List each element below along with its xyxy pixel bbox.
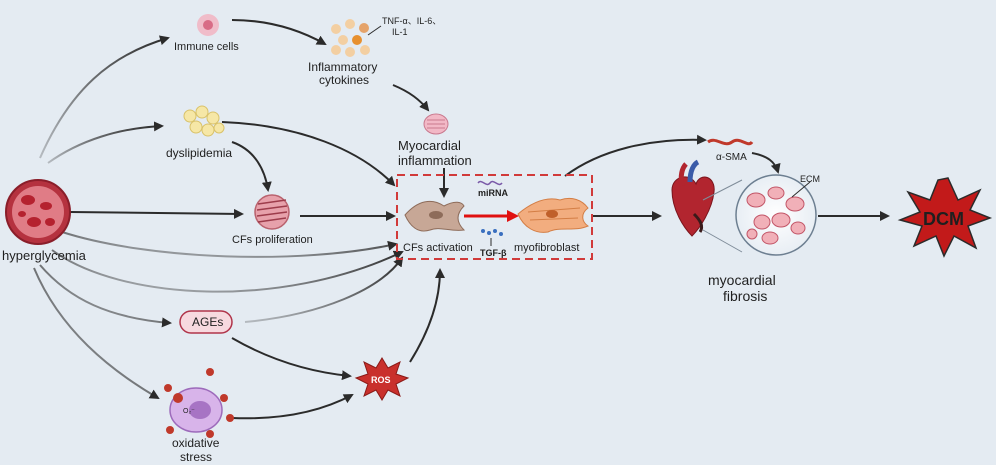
arrow-hyper-to-activation-2	[51, 249, 404, 293]
alpha-sma-node: α-SMA	[707, 138, 754, 163]
cytokine-list-line2: IL-1	[392, 27, 408, 37]
myocardial-inflammation-node: Myocardial inflammation	[398, 113, 472, 168]
fibrosis-label-line1: myocardial	[708, 272, 776, 288]
oxidative-label-line1: oxidative	[172, 436, 220, 450]
lipid-droplets-icon	[183, 105, 225, 137]
arrow-immune-to-cytokines	[231, 19, 327, 45]
arrow-ages-to-ros	[231, 337, 352, 381]
oxidative-label-line2: stress	[180, 450, 212, 464]
ages-pill	[179, 310, 233, 334]
hyperglycemia-label: hyperglycemia	[2, 248, 87, 263]
heart-icon	[671, 159, 715, 237]
arrow-hyper-to-ages	[39, 264, 172, 328]
arrow-hyper-to-immune	[39, 35, 170, 159]
tgf-beta-node: TGF-β	[480, 229, 507, 258]
mirna-label: miRNA	[478, 188, 509, 198]
ecm-label: ECM	[800, 174, 820, 184]
arrow-ros-to-activation	[409, 268, 445, 363]
cfs-activation-node: CFs activation	[403, 200, 473, 254]
cfs-proliferation-node: CFs proliferation	[232, 194, 313, 246]
dyslipidemia-node: dyslipidemia	[166, 105, 232, 160]
activation-dashed-box	[396, 174, 593, 260]
mirna-icon	[477, 180, 503, 186]
arrow-cytokines-to-inflammation	[392, 84, 430, 112]
arrow-dyslipidemia-to-activation	[221, 121, 396, 187]
arrow-hyper-to-dyslipidemia	[47, 121, 164, 164]
immune-cells-node: Immune cells	[174, 14, 239, 53]
ros-burst-icon	[354, 357, 410, 401]
o2-radical-icons	[164, 368, 234, 438]
arrow-ages-to-activation	[244, 256, 404, 323]
cfs-proliferation-label: CFs proliferation	[232, 234, 313, 246]
ecm-node: ECM	[735, 174, 820, 256]
cytokine-cluster-icon	[331, 19, 370, 57]
ages-node: AGEs	[179, 310, 233, 334]
mirna-node: miRNA	[477, 180, 509, 198]
arrow-dyslipidemia-to-cfsprolif	[231, 141, 272, 192]
fibrosis-label-line2: fibrosis	[723, 288, 767, 304]
myofibroblast-label: myofibroblast	[514, 242, 579, 254]
cfs-activation-label: CFs activation	[403, 242, 473, 254]
ros-label: ROS	[371, 375, 391, 385]
oxidative-stress-node: O₂⁻ oxidative stress	[164, 368, 234, 464]
o2-symbol: O₂⁻	[183, 408, 195, 415]
alpha-sma-label: α-SMA	[716, 152, 747, 163]
dyslipidemia-label: dyslipidemia	[166, 146, 232, 160]
inflammation-label-line1: Myocardial	[398, 138, 461, 153]
dcm-burst-icon	[897, 177, 993, 258]
arrows	[33, 19, 890, 420]
arrow-hyper-to-cfsprolif	[69, 208, 244, 219]
tgf-beta-label: TGF-β	[480, 248, 507, 258]
cytokines-label-line2: cytokines	[319, 73, 369, 87]
actin-filament-icon	[707, 138, 754, 146]
arrow-sma-to-ecm	[751, 152, 781, 174]
cytokines-label-line1: Inflammatory	[308, 60, 377, 74]
arrow-oxstress-to-ros	[231, 394, 354, 420]
ages-label: AGEs	[192, 315, 223, 329]
dcm-node: DCM	[897, 177, 993, 258]
arrow-box-to-sma	[564, 134, 707, 177]
immune-cells-label: Immune cells	[174, 41, 239, 53]
inflammation-label-line2: inflammation	[398, 153, 472, 168]
arrow-hyper-to-activation	[61, 231, 398, 258]
cytokines-node: TNF-α、IL-6、 IL-1 Inflammatory cytokines	[308, 16, 441, 87]
hyperglycemia-node: hyperglycemia	[2, 179, 87, 263]
cytokine-list-line1: TNF-α、IL-6、	[382, 16, 441, 26]
arrow-hyper-to-oxstress	[33, 267, 160, 400]
myofibroblast-node: myofibroblast	[514, 197, 590, 254]
heart-node	[671, 159, 715, 237]
tgf-dots-icon	[481, 229, 503, 236]
ros-node: ROS	[354, 357, 410, 401]
dcm-label: DCM	[923, 209, 964, 229]
